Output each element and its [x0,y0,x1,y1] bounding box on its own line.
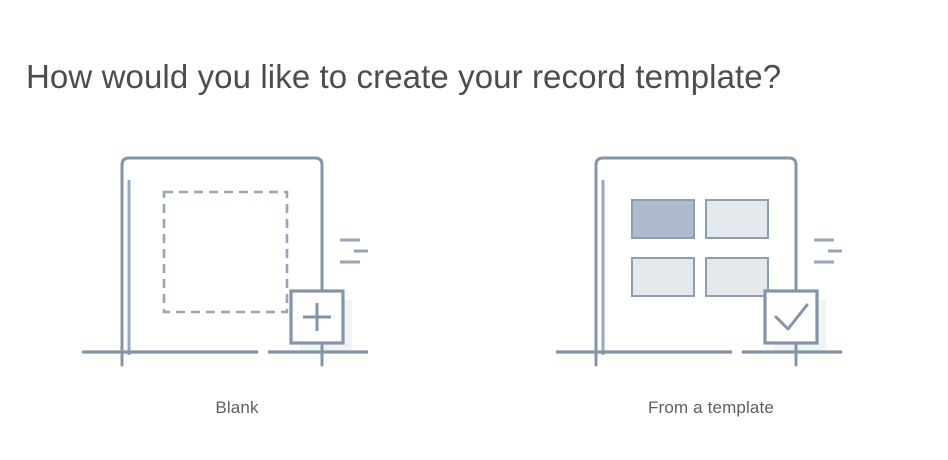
frame-outline [594,156,798,367]
page-title: How would you like to create your record… [26,58,782,96]
frame-outline [120,156,324,367]
template-block-bottom-left [631,257,695,297]
check-icon [774,303,809,331]
option-from-a-template-label: From a template [647,398,774,417]
option-list: Blank [0,140,948,440]
blank-template-illustration [72,140,402,380]
motion-dashes-icon [814,238,842,264]
dashed-placeholder-square [162,190,289,314]
template-block-top-right [705,199,769,239]
check-badge-box [763,289,819,345]
template-block-bottom-right [705,257,769,297]
option-blank-label: Blank [215,398,259,417]
plus-icon [303,303,331,331]
template-block-top-left [631,199,695,239]
option-from-a-template[interactable]: From a template [474,140,948,440]
motion-dashes-icon [340,238,368,264]
option-blank[interactable]: Blank [0,140,474,440]
template-illustration [546,140,876,380]
